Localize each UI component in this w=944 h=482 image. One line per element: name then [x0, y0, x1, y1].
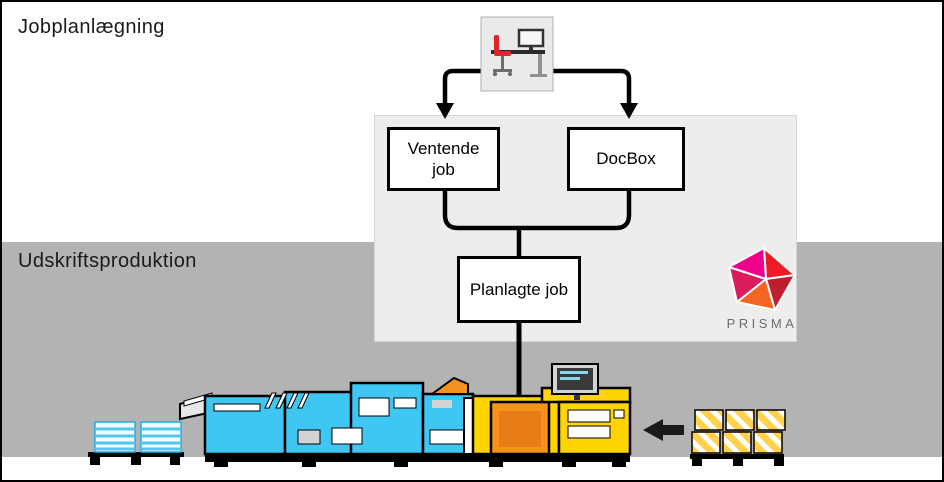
planning-section-label: Jobplanlægning	[18, 16, 165, 38]
node-pending-jobs: Ventende job	[387, 127, 500, 191]
node-planned-jobs: Planlagte job	[457, 256, 581, 323]
production-section-label: Udskriftsproduktion	[18, 250, 197, 272]
prisma-logo-text: PRISMA	[726, 316, 798, 331]
node-docbox: DocBox	[567, 127, 685, 191]
planning-arrows	[436, 68, 638, 119]
workstation-icon	[480, 16, 554, 92]
